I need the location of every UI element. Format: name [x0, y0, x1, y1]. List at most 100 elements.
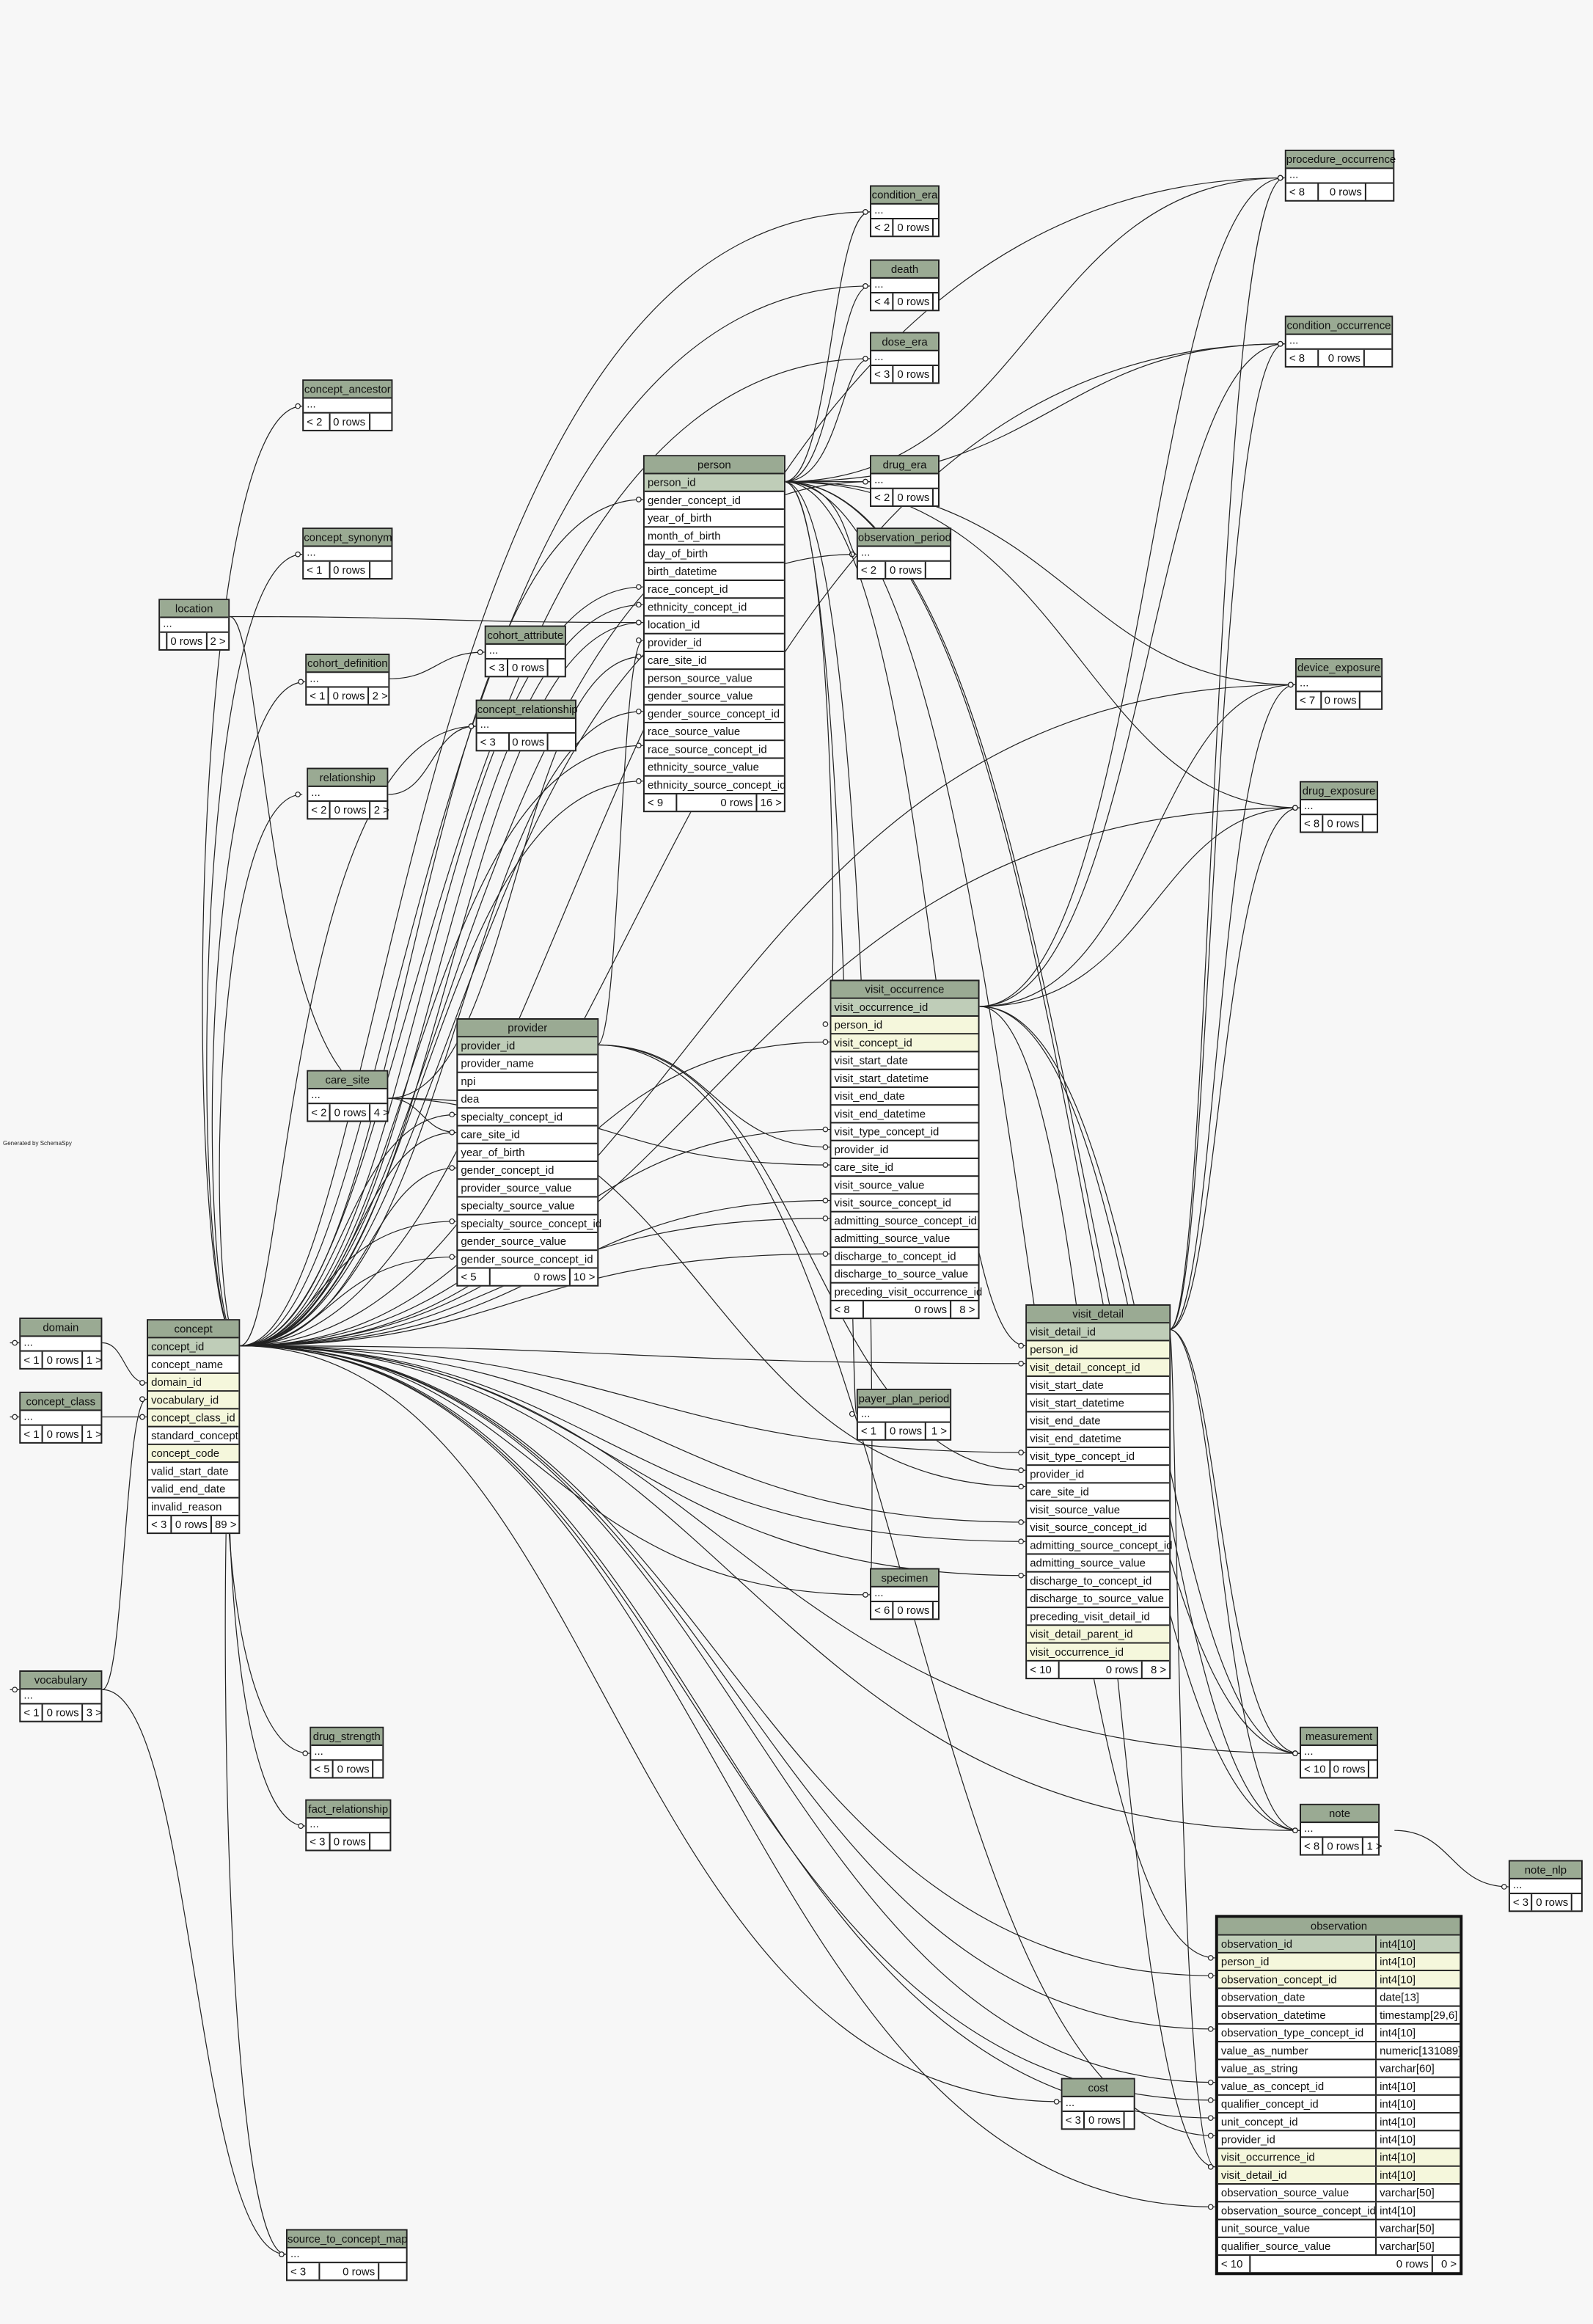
column-row[interactable]: ethnicity_source_value: [644, 759, 784, 777]
table-title[interactable]: cohort_attribute: [486, 626, 565, 645]
column-row[interactable]: gender_concept_id: [644, 492, 784, 511]
column-row[interactable]: admitting_source_concept_id: [831, 1213, 978, 1230]
column-row[interactable]: discharge_to_concept_id: [1027, 1573, 1170, 1590]
column-row[interactable]: year_of_birth: [458, 1144, 598, 1162]
table-title[interactable]: visit_occurrence: [831, 981, 978, 999]
table-title[interactable]: concept_class: [21, 1393, 101, 1411]
column-row[interactable]: discharge_to_source_value: [831, 1265, 978, 1284]
column-row[interactable]: visit_start_datetime: [831, 1070, 978, 1088]
table-title[interactable]: source_to_concept_map: [287, 2230, 408, 2248]
column-row[interactable]: visit_end_datetime: [1027, 1430, 1170, 1448]
column-row[interactable]: concept_name: [148, 1356, 239, 1374]
table-title[interactable]: vocabulary: [21, 1672, 101, 1690]
column-row[interactable]: concept_class_id: [148, 1409, 239, 1428]
table-title[interactable]: visit_detail: [1027, 1305, 1170, 1324]
column-row[interactable]: visit_concept_id: [831, 1034, 978, 1053]
table-title[interactable]: specimen: [871, 1569, 938, 1587]
table-title[interactable]: fact_relationship: [307, 1800, 390, 1819]
column-row[interactable]: visit_source_concept_id: [831, 1194, 978, 1213]
column-row[interactable]: domain_id: [148, 1373, 239, 1392]
column-row[interactable]: visit_occurrence_id: [1027, 1643, 1170, 1662]
column-row[interactable]: visit_end_date: [831, 1088, 978, 1106]
table-title[interactable]: domain: [21, 1319, 101, 1337]
column-row[interactable]: provider_name: [458, 1056, 598, 1073]
column-row[interactable]: visit_source_value: [1027, 1502, 1170, 1519]
column-row[interactable]: race_source_value: [644, 723, 784, 742]
table-title[interactable]: cohort_definition: [307, 655, 389, 673]
table-title[interactable]: person: [644, 456, 784, 475]
column-row[interactable]: gender_source_concept_id: [458, 1251, 598, 1269]
column-row[interactable]: visit_type_concept_id: [831, 1123, 978, 1141]
column-row[interactable]: discharge_to_source_value: [1027, 1590, 1170, 1609]
column-row[interactable]: npi: [458, 1073, 598, 1092]
column-row[interactable]: ethnicity_source_concept_id: [644, 777, 785, 794]
column-row[interactable]: person_id: [644, 474, 784, 492]
column-row[interactable]: gender_source_concept_id: [644, 706, 784, 723]
table-title[interactable]: location: [160, 600, 229, 618]
table-title[interactable]: death: [871, 260, 938, 279]
column-row[interactable]: visit_source_concept_id: [1027, 1519, 1170, 1538]
column-row[interactable]: visit_end_datetime: [831, 1106, 978, 1124]
column-row[interactable]: gender_source_value: [644, 687, 784, 706]
column-row[interactable]: preceding_visit_occurrence_id: [831, 1284, 982, 1301]
column-row[interactable]: concept_id: [148, 1338, 239, 1356]
table-title[interactable]: note: [1300, 1805, 1379, 1824]
column-row[interactable]: valid_end_date: [148, 1480, 239, 1499]
column-row[interactable]: race_concept_id: [644, 581, 784, 599]
column-row[interactable]: preceding_visit_detail_id: [1027, 1608, 1170, 1626]
table-title[interactable]: note_nlp: [1509, 1861, 1581, 1879]
table-title[interactable]: cost: [1062, 2079, 1134, 2097]
column-row[interactable]: provider_id: [1027, 1466, 1170, 1484]
table-title[interactable]: condition_era: [871, 186, 938, 205]
column-row[interactable]: discharge_to_concept_id: [831, 1248, 978, 1266]
table-title[interactable]: payer_plan_period: [857, 1390, 951, 1408]
column-row[interactable]: valid_start_date: [148, 1463, 239, 1481]
column-row[interactable]: provider_source_value: [458, 1180, 598, 1198]
table-title[interactable]: condition_occurrence: [1286, 317, 1392, 335]
table-title[interactable]: concept_relationship: [477, 701, 578, 719]
table-title[interactable]: provider: [458, 1020, 598, 1038]
table-title[interactable]: concept_ancestor: [304, 381, 392, 399]
column-row[interactable]: provider_id: [831, 1141, 978, 1159]
column-row[interactable]: visit_start_datetime: [1027, 1395, 1170, 1413]
column-row[interactable]: care_site_id: [1027, 1483, 1170, 1502]
column-row[interactable]: admitting_source_concept_id: [1027, 1537, 1172, 1555]
column-row[interactable]: gender_source_value: [458, 1233, 598, 1251]
column-row[interactable]: visit_start_date: [831, 1052, 978, 1070]
column-row[interactable]: visit_detail_concept_id: [1027, 1359, 1170, 1377]
column-row[interactable]: visit_detail_parent_id: [1027, 1626, 1170, 1644]
column-row[interactable]: year_of_birth: [644, 510, 784, 528]
column-row[interactable]: dea: [458, 1091, 598, 1109]
